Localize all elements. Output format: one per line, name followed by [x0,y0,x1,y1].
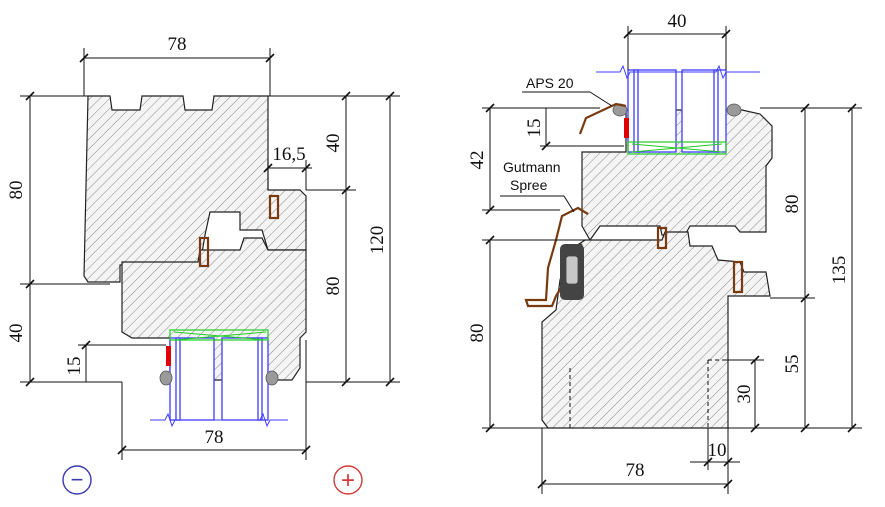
left-spacer-cross [173,331,267,341]
left-dim-height-upper: 80 [6,181,27,200]
left-red-marker [166,346,171,366]
right-hidden-lines [569,359,726,428]
aps-profile [578,102,627,135]
left-dim-top-width: 78 [168,34,187,55]
right-break-line [596,64,760,80]
right-glass-pane-2 [681,69,727,153]
minus-symbol: − [71,467,84,492]
left-dim-right-120: 120 [367,226,388,255]
label-aps: APS 20 [526,75,574,91]
minus-symbol-circle [62,465,92,495]
right-glass-pane-3 [633,69,639,153]
left-hardware-2 [198,236,210,268]
left-spacer [169,329,269,341]
right-frame-profile [541,231,771,429]
left-dim-right-80: 80 [323,277,344,296]
right-red-marker [624,118,629,138]
drip-rail-seal-inner [565,255,579,285]
left-dim-height-lower: 40 [6,324,27,343]
left-section: 78 80 40 15 78 16,5 40 80 [6,34,400,495]
plus-symbol-circle [333,465,363,495]
left-glass-pane-3 [175,337,181,421]
right-glass-pane-4 [713,69,719,153]
right-section: APS 20 Gutmann Spree 40 42 15 80 [467,11,862,494]
right-dim-left-42: 42 [467,151,488,170]
plus-symbol: + [341,467,355,494]
right-dim-right-55: 55 [782,355,803,374]
right-hardware-1 [656,226,668,250]
right-sash-profile [581,109,773,242]
right-gasket-outer [726,103,742,117]
left-break-line [150,412,288,428]
left-glass-pane-4 [257,337,263,421]
left-hardware-1 [268,194,280,220]
right-dim-left-80: 80 [467,324,488,343]
label-spree: Spree [510,177,548,193]
left-dim-small-15: 15 [64,357,85,376]
right-dim-left-15: 15 [524,119,545,138]
right-dim-right-80: 80 [782,195,803,214]
right-spacer [627,141,727,155]
right-dim-bottom-10: 10 [708,440,727,461]
left-dim-offset: 16,5 [272,144,305,165]
right-dim-right-135: 135 [829,256,850,285]
right-hardware-2 [732,260,744,294]
right-dim-top-width: 40 [668,11,687,32]
left-gasket-outer [265,370,279,386]
right-spacer-cross [631,143,723,153]
label-gutmann: Gutmann [503,159,561,175]
left-dim-right-40: 40 [323,134,344,153]
left-gasket-inner [159,370,173,386]
left-dim-bottom-width: 78 [205,427,224,448]
right-dim-right-30: 30 [734,385,755,404]
right-dim-bottom-width: 78 [626,460,645,481]
